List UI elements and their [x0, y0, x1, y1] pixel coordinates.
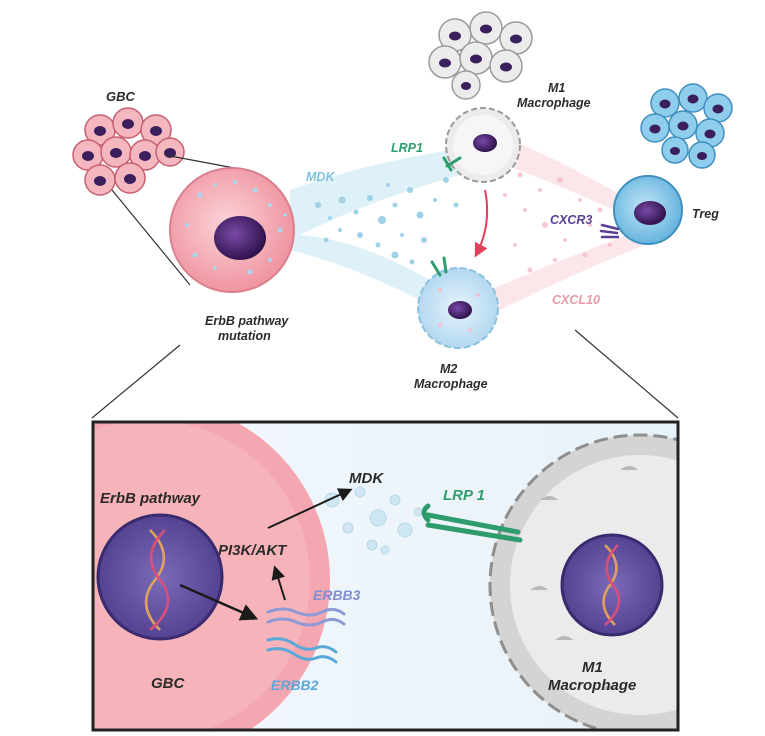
mdk-top-label: MDK	[306, 170, 335, 184]
inset-mdk-particles	[324, 486, 423, 555]
inset-gbc-label: GBC	[151, 675, 186, 692]
inset-gbc-dna-icon	[145, 529, 170, 631]
inset-erbb2-receptor	[266, 637, 338, 664]
erbb-mutation-label-line2: mutation	[218, 329, 271, 343]
treg-cell-cluster	[640, 83, 733, 169]
treg-label: Treg	[692, 207, 719, 221]
treg-cell	[613, 175, 683, 245]
m1-macrophage-cluster	[428, 11, 533, 100]
inset-m1-label-line2: Macrophage	[548, 677, 636, 694]
m1-to-m2-arrow	[474, 189, 489, 258]
inset-panel	[91, 420, 680, 732]
m1-macrophage-cell	[445, 107, 521, 183]
inset-lrp1-receptor	[421, 503, 523, 543]
inset-mdk-label: MDK	[349, 470, 384, 487]
m2-macrophage-cell	[417, 267, 499, 349]
inset-erbb3-label: ERBB3	[313, 587, 361, 603]
cxcl10-label: CXCL10	[552, 293, 600, 307]
lrp1-receptor-top	[442, 156, 462, 172]
inset-m1-label-line1: M1	[582, 659, 603, 676]
inset-lrp1-label: LRP 1	[443, 487, 485, 504]
inset-pi3k-akt-label: PI3K/AKT	[218, 542, 288, 559]
cxcr3-receptor	[599, 223, 620, 239]
inset-erbb2-label: ERBB2	[271, 677, 319, 693]
lrp1-receptor-m2	[430, 256, 448, 277]
m2-label-line2: Macrophage	[414, 377, 488, 391]
gbc-top-label: GBC	[106, 89, 136, 104]
gbc-cell-large	[169, 167, 295, 293]
m1-top-label-line1: M1	[548, 81, 565, 95]
gbc-zoom-line-lower	[111, 189, 191, 286]
cxcl10-secretion-stream	[490, 135, 645, 310]
m1-top-label-line2: Macrophage	[517, 96, 591, 110]
inset-erbb3-receptor	[266, 607, 346, 627]
cxcr3-label: CXCR3	[550, 213, 592, 227]
inset-gbc-nucleus	[96, 513, 224, 641]
inset-nucleus-to-erbb-arrow	[179, 583, 259, 621]
inset-pi3k-to-mdk-arrow	[267, 488, 353, 529]
inset-erbb-pathway-label: ErbB pathway	[100, 490, 201, 507]
gbc-nucleus	[214, 216, 266, 260]
inset-m1-dna-icon	[602, 544, 621, 626]
m2-label-line1: M2	[440, 362, 457, 376]
erbb-mutation-label-line1: ErbB pathway	[205, 314, 289, 328]
inset-erbb-to-pi3k-arrow	[271, 565, 286, 601]
mdk-secretion-stream	[290, 150, 460, 300]
lrp1-top-label: LRP1	[391, 141, 423, 155]
inset-zoom-line-right	[574, 329, 679, 419]
inset-zoom-line-left	[91, 344, 181, 419]
gbc-cell-cluster	[72, 107, 185, 196]
